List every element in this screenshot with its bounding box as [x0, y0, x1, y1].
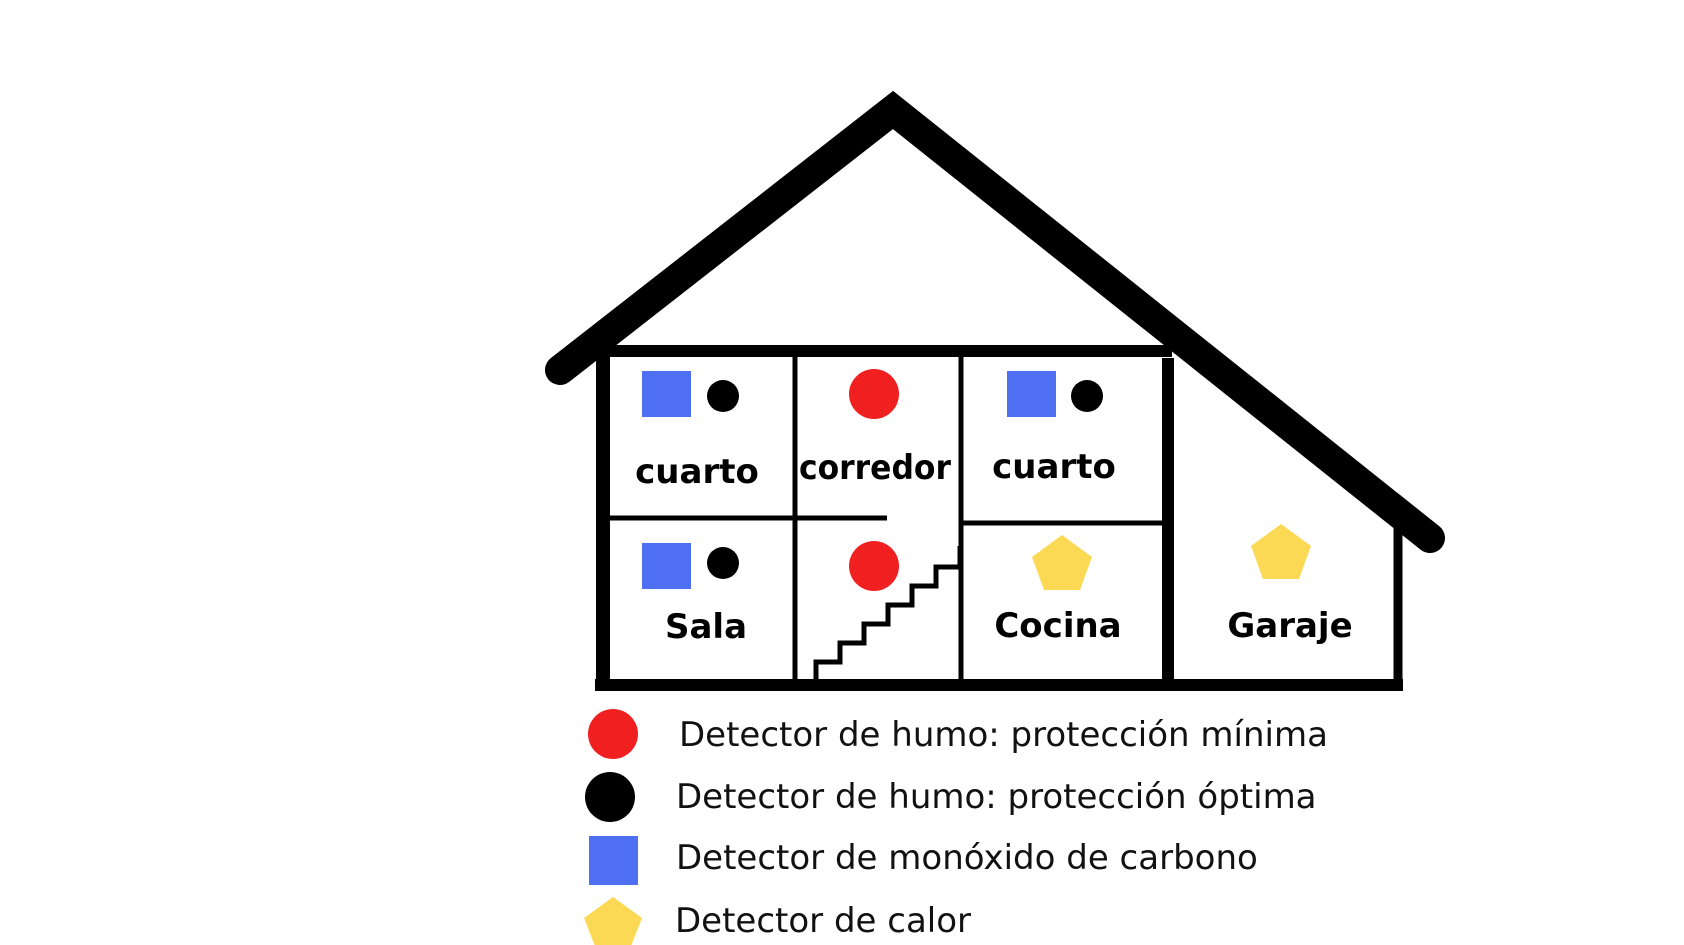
smoke-minimum-icon [849, 369, 899, 419]
black-circle-icon [585, 772, 635, 822]
room-label-bedroom: cuarto [992, 447, 1116, 487]
carbon-monoxide-icon [642, 371, 691, 417]
legend: Detector de humo: protección mínima Dete… [584, 709, 1328, 945]
room-label-bedroom: cuarto [635, 452, 759, 492]
legend-label: Detector de monóxido de carbono [676, 838, 1258, 878]
room-label-hallway: corredor [799, 448, 951, 488]
legend-label: Detector de humo: protección óptima [676, 777, 1317, 817]
blue-square-icon [589, 836, 638, 885]
roof [545, 90, 1445, 553]
legend-item: Detector de humo: protección mínima [588, 709, 1328, 759]
smoke-optimal-icon [707, 380, 739, 412]
yellow-pentagon-icon [584, 897, 642, 945]
legend-item: Detector de humo: protección óptima [585, 772, 1317, 822]
legend-label: Detector de calor [675, 901, 971, 941]
smoke-optimal-icon [707, 547, 739, 579]
staircase [813, 546, 963, 680]
room-label-garage: Garaje [1227, 606, 1352, 646]
legend-item: Detector de calor [584, 897, 971, 945]
room-label-kitchen: Cocina [994, 606, 1121, 646]
house-structure [545, 90, 1445, 691]
heat-icon [1251, 524, 1311, 579]
heat-icon [1032, 535, 1092, 590]
room-labels: cuarto corredor cuarto Sala Cocina Garaj… [635, 447, 1352, 647]
smoke-optimal-icon [1071, 380, 1103, 412]
red-circle-icon [588, 709, 638, 759]
room-detectors [642, 369, 1311, 591]
carbon-monoxide-icon [642, 543, 691, 589]
carbon-monoxide-icon [1007, 371, 1056, 417]
legend-item: Detector de monóxido de carbono [589, 836, 1258, 885]
room-label-living-room: Sala [665, 607, 747, 647]
smoke-minimum-icon [849, 541, 899, 591]
legend-label: Detector de humo: protección mínima [679, 715, 1328, 755]
